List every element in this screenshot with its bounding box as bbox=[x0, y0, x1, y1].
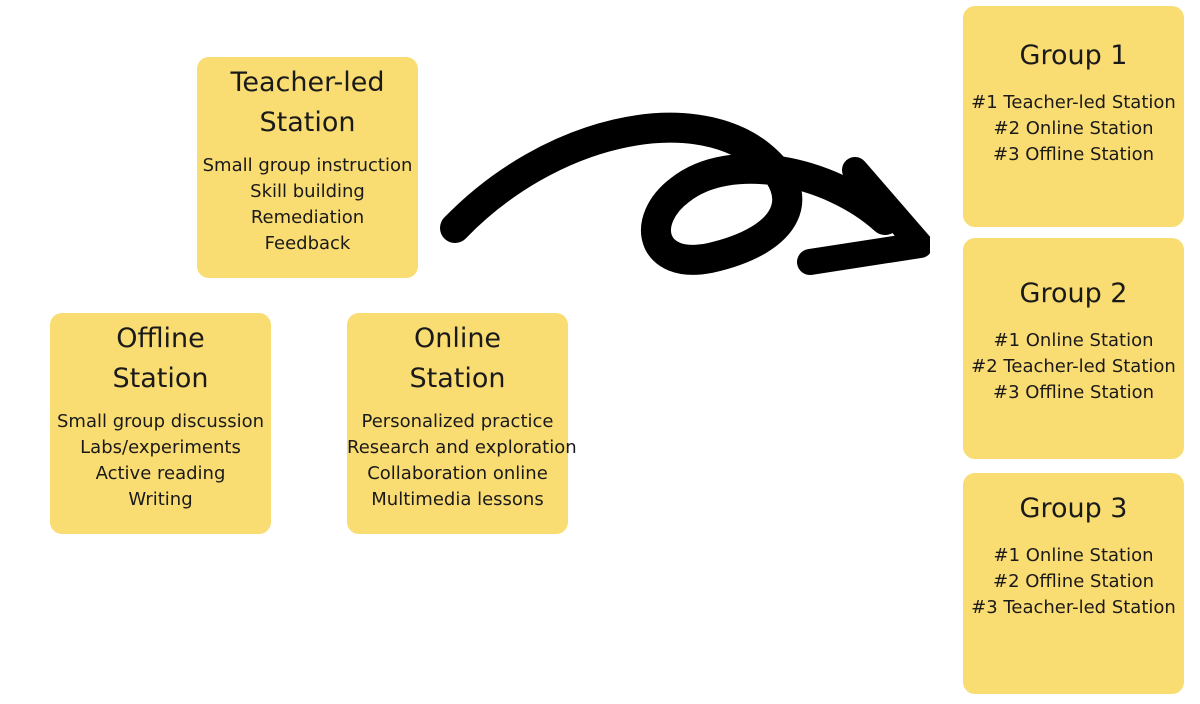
teacher-led-station-title-line1: Teacher-led bbox=[230, 67, 385, 98]
online-item: Multimedia lessons bbox=[371, 489, 544, 510]
teacher-led-item: Skill building bbox=[250, 181, 365, 202]
teacher-led-station-card: Teacher-led Station Small group instruct… bbox=[197, 57, 418, 278]
offline-item: Active reading bbox=[95, 463, 226, 484]
offline-station-title-line1: Offline bbox=[116, 323, 205, 354]
online-item: Personalized practice bbox=[361, 411, 554, 432]
group-title: Group 1 bbox=[1019, 40, 1128, 71]
offline-station-title-line2: Station bbox=[112, 363, 209, 394]
group-rotation-item: #1 Online Station bbox=[993, 545, 1154, 566]
group-rotation-item: #2 Teacher-led Station bbox=[971, 356, 1176, 377]
online-station-title-line2: Station bbox=[409, 363, 506, 394]
group-rotation-item: #3 Offline Station bbox=[992, 144, 1155, 165]
group-rotation-item: #1 Teacher-led Station bbox=[971, 92, 1176, 113]
teacher-led-item: Feedback bbox=[264, 233, 351, 254]
online-item: Collaboration online bbox=[367, 463, 548, 484]
rotation-arrow-icon bbox=[440, 112, 930, 275]
group-2-card: Group 2 #1 Online Station #2 Teacher-led… bbox=[963, 238, 1184, 459]
group-title: Group 3 bbox=[1019, 493, 1128, 524]
online-station-title-line1: Online bbox=[413, 323, 502, 354]
group-rotation-item: #3 Offline Station bbox=[992, 382, 1155, 403]
teacher-led-item: Small group instruction bbox=[202, 155, 413, 176]
group-rotation-item: #2 Online Station bbox=[993, 118, 1154, 139]
group-rotation-item: #1 Online Station bbox=[993, 330, 1154, 351]
group-1-card: Group 1 #1 Teacher-led Station #2 Online… bbox=[963, 6, 1184, 227]
offline-item: Writing bbox=[128, 489, 193, 510]
group-title: Group 2 bbox=[1019, 278, 1128, 309]
group-rotation-item: #2 Offline Station bbox=[992, 571, 1155, 592]
group-rotation-item: #3 Teacher-led Station bbox=[971, 597, 1176, 618]
teacher-led-item: Remediation bbox=[250, 207, 365, 228]
offline-item: Small group discussion bbox=[57, 411, 264, 432]
teacher-led-station-title-line2: Station bbox=[259, 107, 356, 138]
offline-station-card: Offline Station Small group discussion L… bbox=[50, 313, 271, 534]
group-3-card: Group 3 #1 Online Station #2 Offline Sta… bbox=[963, 473, 1184, 694]
online-station-card: Online Station Personalized practice Res… bbox=[347, 313, 577, 534]
offline-item: Labs/experiments bbox=[80, 437, 241, 458]
online-item: Research and exploration bbox=[347, 437, 577, 458]
